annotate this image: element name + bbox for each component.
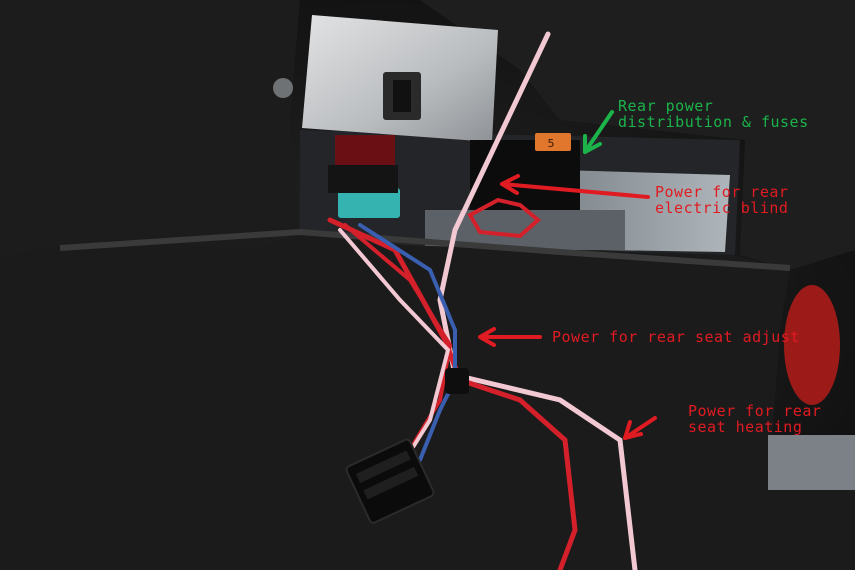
arrow-distribution bbox=[583, 110, 614, 154]
arrow-blind bbox=[500, 174, 650, 199]
red-wire-main bbox=[327, 217, 578, 570]
fuse-connector bbox=[328, 165, 398, 193]
orange-fuse bbox=[535, 133, 571, 151]
fuse-rating: 5 bbox=[548, 137, 555, 150]
bracket-screw bbox=[273, 78, 293, 98]
recess-lip bbox=[59, 228, 791, 271]
upper-left-carpet-panel bbox=[0, 0, 300, 260]
upper-right-carpet-panel bbox=[420, 0, 855, 270]
annotation-seat-heating: Power for rear seat heating bbox=[688, 402, 822, 436]
arrow-seat-adjust bbox=[478, 327, 542, 347]
right-grey-panel bbox=[768, 435, 855, 490]
black-connector bbox=[345, 438, 435, 524]
bracket-slot-inner bbox=[393, 80, 411, 112]
right-red-component bbox=[784, 285, 840, 405]
blue-fuse bbox=[338, 188, 400, 218]
annotation-seat-adjust: Power for rear seat adjust bbox=[552, 328, 800, 346]
annotation-arrows bbox=[478, 110, 657, 440]
black-relay-block bbox=[470, 140, 580, 210]
arrow-seat-heating bbox=[623, 416, 657, 440]
pink-wire-2 bbox=[338, 228, 451, 462]
annotation-distribution-fuses: Rear power distribution & fuses bbox=[618, 97, 809, 131]
red-wire-blind bbox=[467, 197, 542, 239]
blue-wire bbox=[358, 223, 457, 462]
cable-tie bbox=[445, 368, 469, 394]
lower-carpet-floor bbox=[0, 232, 855, 570]
annotation-electric-blind: Power for rear electric blind bbox=[655, 183, 789, 217]
